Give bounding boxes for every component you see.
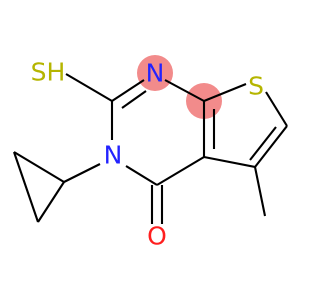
atom-label-n-top: N bbox=[146, 59, 165, 88]
bond-c7a-s bbox=[203, 83, 247, 102]
bond-c6-c5-double bbox=[249, 126, 277, 161]
atom-label-thiol: SH bbox=[31, 58, 66, 87]
bond-c5-methyl bbox=[253, 166, 267, 217]
bond-n3-cyclopropyl bbox=[63, 163, 101, 183]
atom-label-n-bottom: N bbox=[104, 141, 123, 170]
bond-c4-n3 bbox=[125, 165, 158, 186]
bond-cyclopropyl-2 bbox=[13, 151, 39, 223]
bond-c6-c5 bbox=[254, 125, 288, 168]
atom-label-oxygen: O bbox=[147, 222, 167, 251]
highlight-n-top bbox=[137, 55, 173, 91]
atom-label-layer: SH N S N O bbox=[31, 58, 264, 251]
bond-c2-n1 bbox=[111, 79, 145, 102]
bond-s-c6 bbox=[265, 91, 288, 127]
bond-c4a-c4 bbox=[156, 156, 205, 186]
molecule-diagram: SH N S N O bbox=[13, 55, 288, 251]
bond-cyclopropyl-3 bbox=[37, 181, 65, 223]
bond-c2-n1-double bbox=[121, 90, 147, 109]
bond-c2-sh bbox=[65, 73, 113, 102]
bond-layer bbox=[13, 73, 288, 224]
bond-c5-c4a bbox=[203, 155, 256, 169]
bond-cyclopropyl-1 bbox=[13, 151, 65, 183]
bond-n1-c7a bbox=[164, 79, 205, 102]
atom-label-s-ring: S bbox=[248, 72, 264, 101]
